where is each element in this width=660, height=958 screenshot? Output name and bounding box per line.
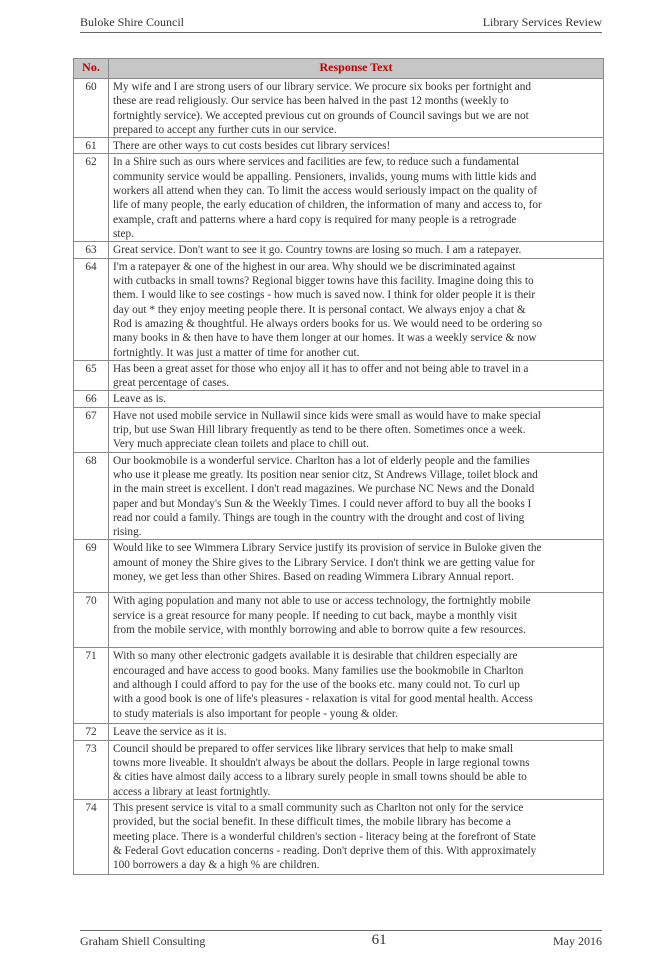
response-text: Has been a great asset for those who enj… xyxy=(108,359,604,392)
response-text: There are other ways to cut costs beside… xyxy=(108,137,604,155)
footer-author: Graham Shiell Consulting xyxy=(80,934,206,948)
table-header-row: No. Response Text xyxy=(73,58,604,79)
response-number: 69 xyxy=(73,539,109,594)
response-text: My wife and I are strong users of our li… xyxy=(108,77,604,139)
response-text: I'm a ratepayer & one of the highest in … xyxy=(108,257,604,361)
response-number: 65 xyxy=(73,359,109,392)
response-text: Leave as is. xyxy=(108,390,604,408)
response-text: Would like to see Wimmera Library Servic… xyxy=(108,539,604,594)
response-number: 61 xyxy=(73,137,109,155)
response-number: 68 xyxy=(73,451,109,541)
response-number: 63 xyxy=(73,241,109,259)
response-number: 71 xyxy=(73,647,109,725)
response-number: 74 xyxy=(73,798,109,875)
page-number: 61 xyxy=(371,932,387,948)
response-number: 62 xyxy=(73,153,109,243)
footer-date: May 2016 xyxy=(552,934,602,948)
response-number: 67 xyxy=(73,406,109,453)
header-document-title: Library Services Review xyxy=(482,15,602,29)
page-header: Buloke Shire Council Library Services Re… xyxy=(80,12,602,33)
response-text: Leave the service as it is. xyxy=(108,723,604,741)
response-text: With aging population and many not able … xyxy=(108,592,604,649)
response-text: Great service. Don't want to see it go. … xyxy=(108,241,604,259)
response-text: This present service is vital to a small… xyxy=(108,798,604,875)
page-footer: Graham Shiell Consulting 61 May 2016 xyxy=(80,930,602,949)
header-organization: Buloke Shire Council xyxy=(80,15,184,29)
column-header-response: Response Text xyxy=(108,58,604,79)
response-number: 72 xyxy=(73,723,109,741)
column-header-no: No. xyxy=(73,58,109,79)
response-text: Have not used mobile service in Nullawil… xyxy=(108,406,604,453)
response-number: 64 xyxy=(73,257,109,361)
response-number: 66 xyxy=(73,390,109,408)
response-text: In a Shire such as ours where services a… xyxy=(108,153,604,243)
response-number: 73 xyxy=(73,739,109,800)
response-text: With so many other electronic gadgets av… xyxy=(108,647,604,725)
response-number: 60 xyxy=(73,77,109,139)
response-text: Council should be prepared to offer serv… xyxy=(108,739,604,800)
response-number: 70 xyxy=(73,592,109,649)
response-text: Our bookmobile is a wonderful service. C… xyxy=(108,451,604,541)
